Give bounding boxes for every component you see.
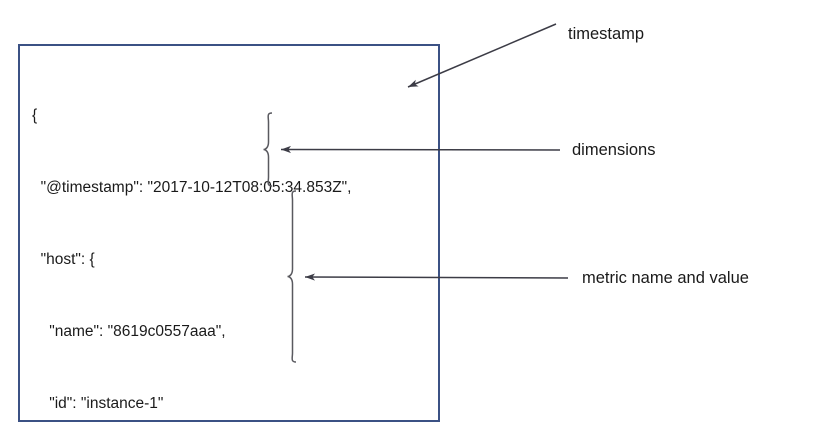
callout-label-dimensions: dimensions: [572, 141, 656, 159]
json-line-timestamp: "@timestamp": "2017-10-12T08:05:34.853Z"…: [32, 179, 352, 196]
json-line-host-name: "name": "8619c0557aaa",: [32, 323, 226, 340]
callout-label-metric: metric name and value: [582, 269, 749, 287]
json-code-block: { "@timestamp": "2017-10-12T08:05:34.853…: [32, 56, 434, 437]
json-document-box: { "@timestamp": "2017-10-12T08:05:34.853…: [18, 44, 440, 422]
callout-label-timestamp: timestamp: [568, 25, 645, 43]
json-line-host-id: "id": "instance-1": [32, 395, 164, 412]
json-line-host-open: "host": {: [32, 251, 95, 268]
json-line: {: [32, 107, 38, 124]
